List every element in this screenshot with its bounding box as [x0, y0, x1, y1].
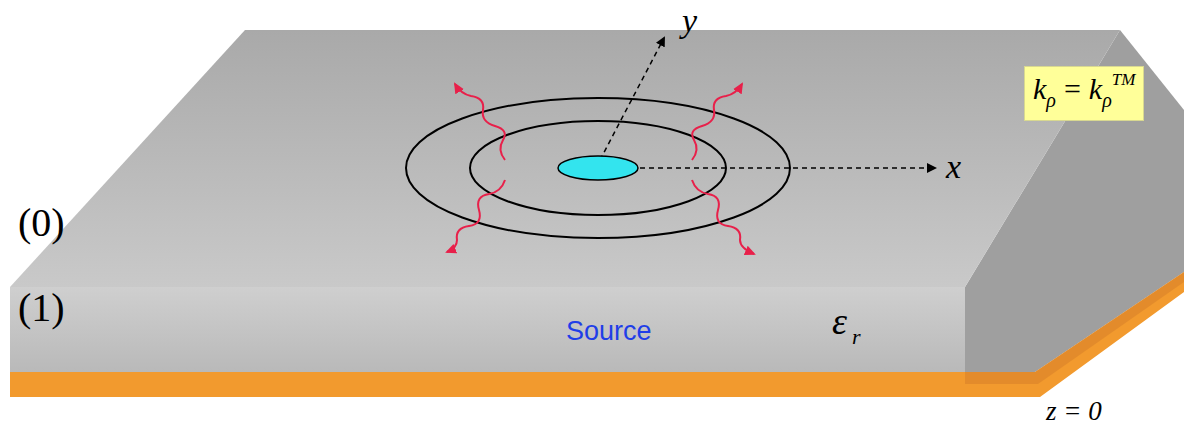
formula-part: =	[1064, 72, 1081, 105]
permittivity-symbol: ε	[832, 302, 847, 340]
slab-top-face	[10, 30, 1120, 287]
formula-part: ρ	[1102, 89, 1112, 111]
y-axis	[600, 38, 664, 160]
axis-label: y	[682, 4, 697, 38]
source-disc	[558, 156, 638, 180]
region-number: (0)	[18, 203, 65, 243]
formula-part: TM	[1112, 70, 1136, 89]
formula-part: ρ	[1046, 89, 1056, 111]
slab-front-face	[10, 287, 965, 372]
region-number: (1)	[18, 288, 65, 328]
wavenumber-box: kρ=kρTM	[1024, 66, 1144, 121]
source-label: Source	[566, 318, 652, 345]
x-axis	[640, 167, 935, 169]
formula-part: k	[1089, 72, 1102, 105]
formula-part: k	[1033, 72, 1046, 105]
surface-wave-arrows	[447, 84, 754, 254]
ground-plane	[10, 272, 1184, 397]
ground-plane-edge	[965, 272, 1184, 384]
axis-label: x	[946, 150, 961, 184]
plane-label: z = 0	[1046, 398, 1102, 425]
permittivity-subscript: r	[852, 326, 861, 348]
